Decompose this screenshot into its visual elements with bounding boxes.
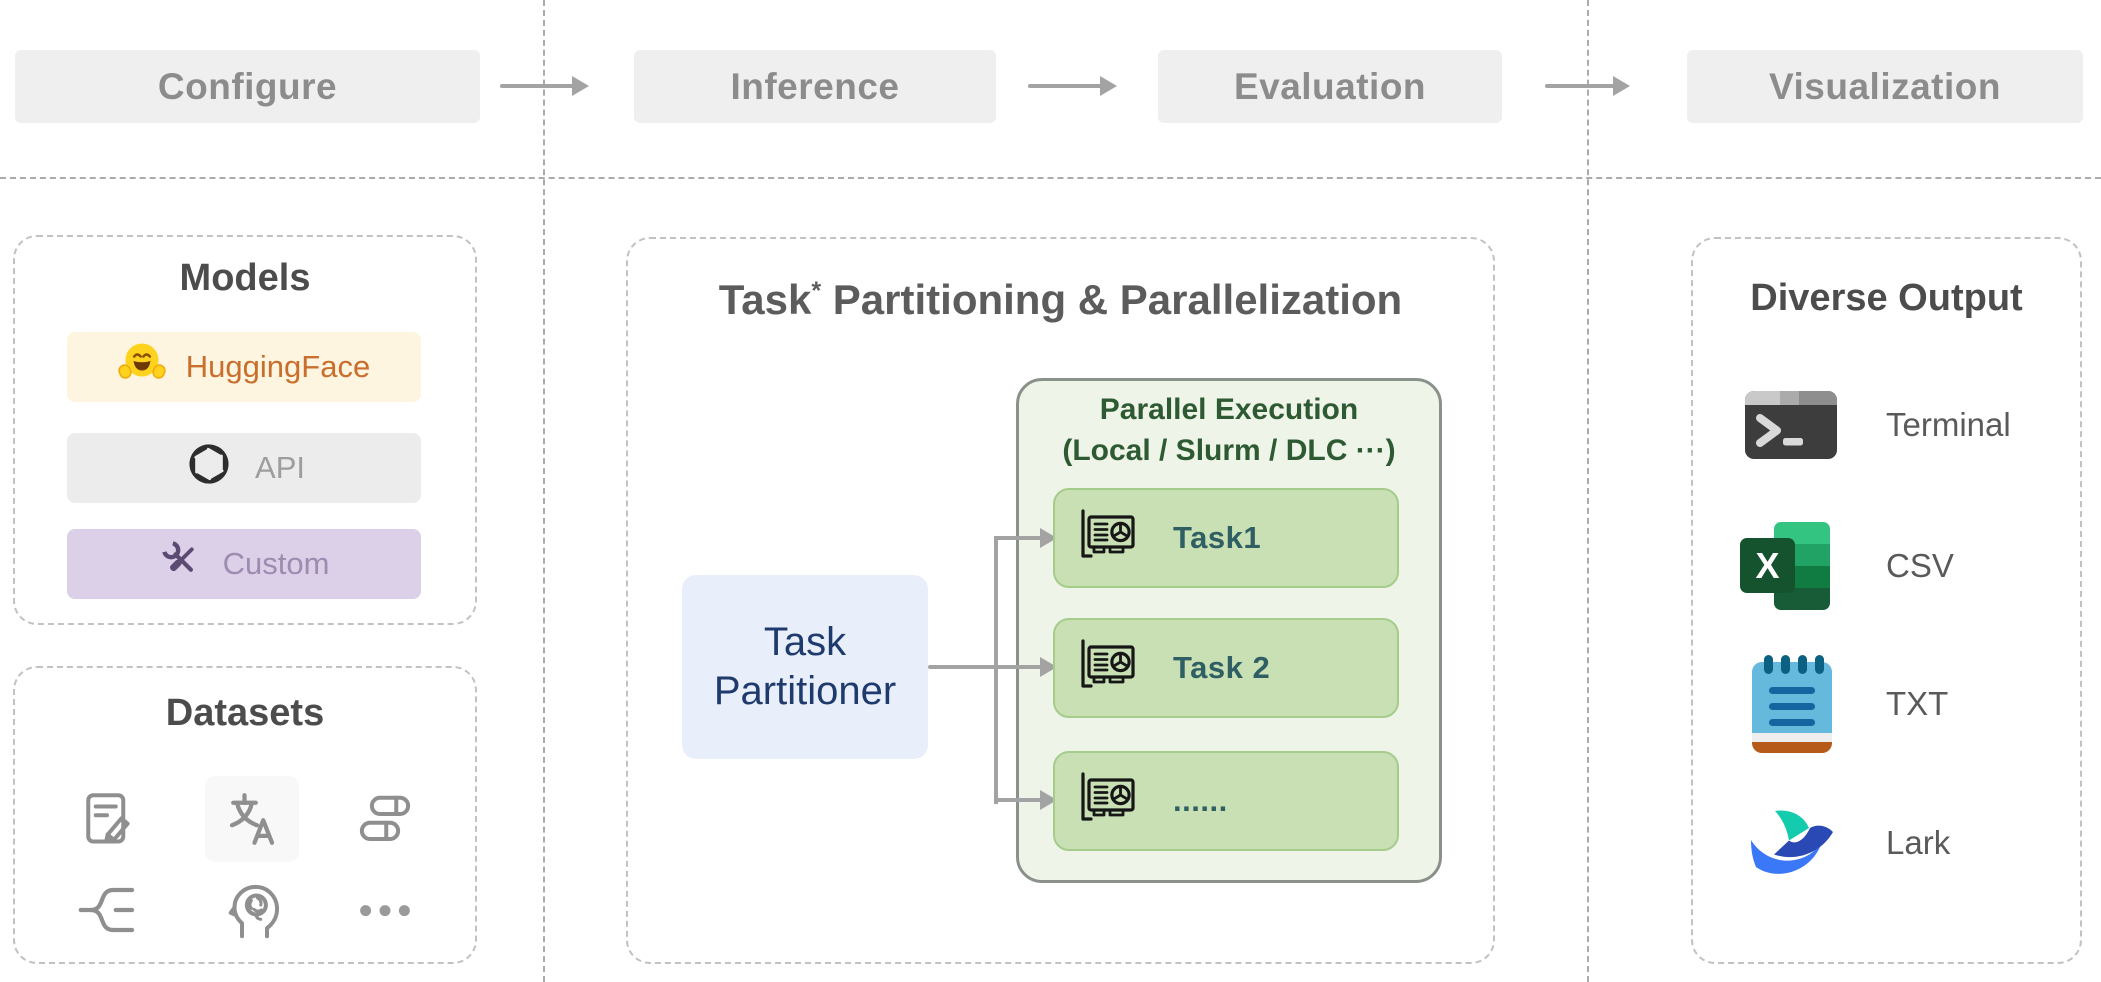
stage-label: Configure xyxy=(157,65,338,107)
header-divider-dashed xyxy=(0,177,2101,179)
task-box-1: Task1 xyxy=(1053,488,1399,588)
model-item-label: HuggingFace xyxy=(185,349,371,384)
model-item-custom: Custom xyxy=(67,529,421,599)
flow-arrow-line xyxy=(500,84,574,88)
title-asterisk: * xyxy=(811,277,822,305)
icon-highlight-plate xyxy=(205,776,299,862)
column-divider-dashed xyxy=(543,0,545,982)
list-tree-icon xyxy=(77,880,137,940)
output-panel: Diverse Output xyxy=(1691,237,2082,964)
stage-inference: Inference xyxy=(634,50,996,123)
document-edit-icon xyxy=(77,789,137,849)
branch-line xyxy=(994,536,1042,540)
tools-icon xyxy=(159,538,203,590)
translate-icon xyxy=(222,789,282,849)
task-partitioner-box: Task Partitioner xyxy=(682,575,928,759)
stage-label: Visualization xyxy=(1769,65,2001,107)
excel-x-tile: X xyxy=(1740,538,1795,593)
task-label: ...... xyxy=(1173,783,1228,818)
output-item-label: CSV xyxy=(1886,547,1954,584)
branch-line xyxy=(994,665,1042,669)
excel-icon: X xyxy=(1740,520,1832,612)
output-panel-title: Diverse Output xyxy=(1750,277,2023,319)
model-item-label: API xyxy=(255,450,305,485)
parallel-title-line2: (Local / Slurm / DLC ···) xyxy=(1062,433,1396,467)
knowledge-icon xyxy=(222,880,282,940)
huggingface-icon xyxy=(118,339,166,395)
branch-line xyxy=(928,665,998,669)
gpu-icon xyxy=(1075,638,1139,698)
books-icon xyxy=(355,789,415,849)
task-box-2: Task 2 xyxy=(1053,618,1399,718)
model-item-label: Custom xyxy=(222,546,330,581)
branch-line xyxy=(994,536,998,804)
stage-label: Evaluation xyxy=(1233,65,1427,107)
notepad-icon xyxy=(1752,655,1832,753)
stage-label: Inference xyxy=(730,65,900,107)
column-divider-dashed xyxy=(1587,0,1589,982)
gpu-icon xyxy=(1075,508,1139,568)
title-text: Task xyxy=(718,276,812,323)
partitioner-line: Partitioner xyxy=(713,669,897,713)
partition-panel-title: Task* Partitioning & Parallelization xyxy=(626,276,1495,324)
stage-visualization: Visualization xyxy=(1687,50,2083,123)
lark-icon xyxy=(1747,808,1839,889)
model-item-api: API xyxy=(67,433,421,503)
models-panel-title: Models xyxy=(179,257,311,299)
stage-evaluation: Evaluation xyxy=(1158,50,1502,123)
gpu-icon xyxy=(1075,771,1139,831)
branch-line xyxy=(994,798,1042,802)
branch-arrow-head xyxy=(1040,657,1057,677)
datasets-panel-title: Datasets xyxy=(165,692,325,734)
task-label: Task1 xyxy=(1173,520,1262,555)
flow-arrow-line xyxy=(1028,84,1102,88)
models-panel: Models HuggingFace xyxy=(13,235,477,625)
flow-arrow-head xyxy=(572,76,589,96)
partitioner-line: Task xyxy=(763,620,847,665)
output-item-label: TXT xyxy=(1886,685,1949,722)
task-label: Task 2 xyxy=(1173,650,1271,685)
openai-icon xyxy=(183,438,235,498)
parallel-title-line1: Parallel Execution xyxy=(1099,393,1359,426)
branch-arrow-head xyxy=(1040,528,1057,548)
flow-arrow-head xyxy=(1613,76,1630,96)
model-item-huggingface: HuggingFace xyxy=(67,332,421,402)
output-item-label: Terminal xyxy=(1886,406,2011,443)
flow-arrow-head xyxy=(1100,76,1117,96)
stage-configure: Configure xyxy=(15,50,480,123)
terminal-icon xyxy=(1745,391,1837,459)
branch-arrow-head xyxy=(1040,790,1057,810)
datasets-panel: Datasets xyxy=(13,666,477,964)
title-text: Partitioning & Parallelization xyxy=(821,276,1403,323)
ellipsis-icon xyxy=(355,880,415,940)
output-item-label: Lark xyxy=(1886,824,1951,861)
parallel-execution-title: Parallel Execution (Local / Slurm / DLC … xyxy=(1016,390,1442,471)
flow-arrow-line xyxy=(1545,84,1615,88)
task-box-more: ...... xyxy=(1053,751,1399,851)
terminal-titlebar xyxy=(1745,391,1837,405)
